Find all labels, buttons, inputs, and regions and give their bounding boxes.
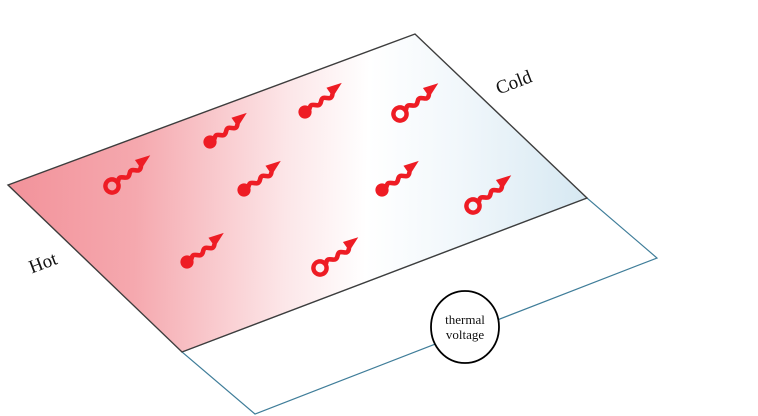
thermoelectric-plate	[6, 33, 589, 353]
thermal-voltage-line-2: voltage	[445, 327, 485, 342]
thermal-voltage-line-1: thermal	[445, 312, 485, 327]
thermal-voltage-callout	[430, 290, 500, 364]
thermal-voltage-label: thermal voltage	[431, 312, 499, 342]
